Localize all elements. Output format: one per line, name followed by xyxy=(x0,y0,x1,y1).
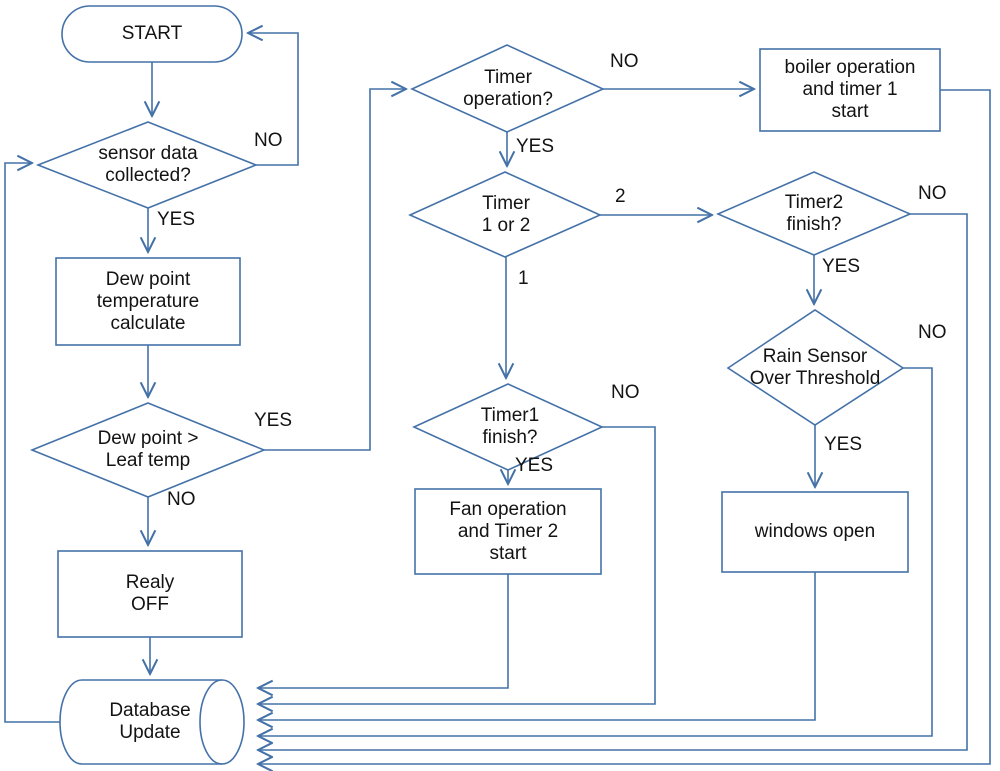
edge-label-timer-op-no: NO xyxy=(610,51,639,72)
edge-label-timer1-yes: YES xyxy=(515,455,554,476)
edge-label-sensor-no: NO xyxy=(254,130,283,151)
sensor-data-shape xyxy=(35,121,259,209)
edge-label-timer-op-yes: YES xyxy=(516,136,555,157)
edge-label-rain-yes: YES xyxy=(824,434,863,455)
dew-vs-leaf-shape xyxy=(29,402,267,498)
database-shape xyxy=(59,679,245,765)
edge-sensor-no-to-start xyxy=(248,33,299,166)
rain-sensor-shape xyxy=(726,309,905,426)
edge-windows-to-database xyxy=(258,572,816,720)
edge-label-rain-no: NO xyxy=(918,322,947,343)
windows-open-shape xyxy=(721,491,909,573)
edge-timer1-no-to-database xyxy=(258,426,656,704)
database-cap xyxy=(199,679,223,765)
start-shape xyxy=(61,5,243,63)
timer-1-or-2-shape xyxy=(408,171,602,258)
edge-database-to-sensor xyxy=(4,163,60,723)
edge-fan-to-database xyxy=(258,574,509,688)
realy-off-shape xyxy=(57,550,243,638)
timer2-finish-shape xyxy=(715,171,913,256)
timer-operation-shape xyxy=(410,44,605,133)
boiler-operation-shape xyxy=(759,48,941,132)
fan-operation-shape xyxy=(414,488,602,575)
edge-timer2-no-to-database xyxy=(258,213,968,750)
dew-point-calc-shape xyxy=(55,257,241,346)
edge-rain-no-to-database xyxy=(258,367,933,736)
edge-dewleaf-yes-to-timerop xyxy=(264,89,406,451)
edge-label-dew-yes: YES xyxy=(254,410,293,431)
edge-label-timer2-no: NO xyxy=(918,183,947,204)
edge-label-timer-branch-2: 2 xyxy=(615,186,626,207)
timer1-finish-shape xyxy=(412,383,604,471)
edge-label-sensor-yes: YES xyxy=(157,209,196,230)
edge-label-timer2-yes: YES xyxy=(822,256,861,277)
edge-label-timer1-no: NO xyxy=(611,382,640,403)
edge-boiler-to-database xyxy=(258,89,991,764)
edge-label-timer-branch-1: 1 xyxy=(518,268,529,289)
edge-label-dew-no: NO xyxy=(167,489,196,510)
